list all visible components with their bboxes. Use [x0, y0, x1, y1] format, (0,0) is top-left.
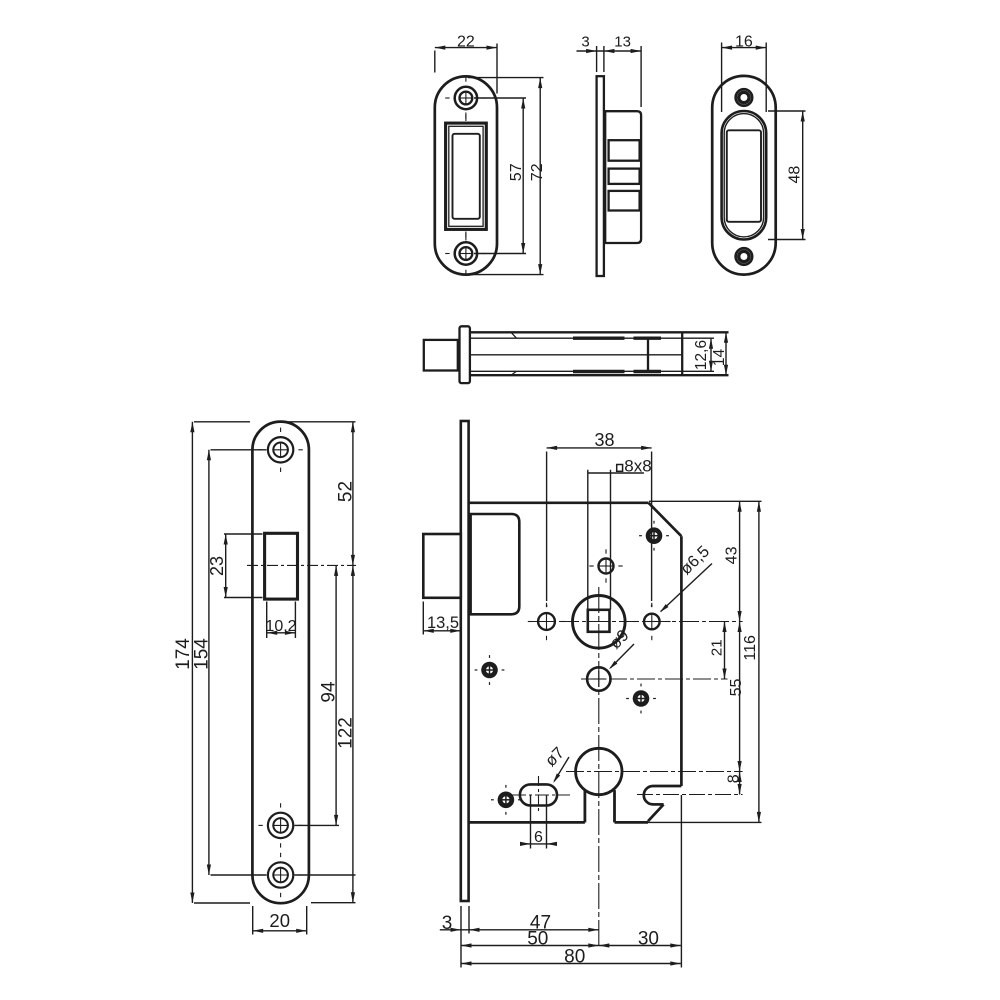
svg-text:16: 16 — [735, 33, 753, 50]
svg-text:116: 116 — [742, 635, 759, 661]
svg-text:50: 50 — [527, 928, 548, 949]
svg-text:48: 48 — [787, 166, 804, 184]
svg-text:80: 80 — [564, 947, 585, 968]
svg-text:30: 30 — [638, 928, 659, 949]
svg-text:94: 94 — [319, 681, 340, 703]
svg-text:13: 13 — [614, 33, 631, 50]
svg-text:154: 154 — [191, 638, 212, 670]
svg-text:174: 174 — [173, 638, 194, 670]
svg-text:23: 23 — [207, 556, 227, 576]
svg-text:8x8: 8x8 — [624, 456, 651, 475]
svg-text:52: 52 — [335, 481, 356, 502]
svg-text:38: 38 — [594, 430, 614, 450]
svg-text:10,2: 10,2 — [265, 618, 296, 635]
svg-text:21: 21 — [709, 639, 726, 656]
svg-text:47: 47 — [530, 913, 551, 934]
svg-text:12,6: 12,6 — [693, 340, 710, 370]
svg-text:6: 6 — [534, 829, 543, 846]
svg-text:3: 3 — [581, 33, 589, 50]
svg-text:55: 55 — [728, 679, 745, 697]
svg-text:20: 20 — [269, 910, 290, 931]
svg-text:8: 8 — [726, 774, 743, 783]
svg-text:57: 57 — [508, 163, 525, 181]
svg-text:3: 3 — [442, 913, 453, 934]
svg-text:72: 72 — [529, 163, 546, 181]
svg-text:43: 43 — [724, 546, 741, 564]
svg-text:22: 22 — [457, 33, 475, 50]
svg-text:122: 122 — [335, 717, 356, 749]
svg-text:13,5: 13,5 — [427, 614, 459, 632]
svg-text:14: 14 — [711, 349, 728, 367]
